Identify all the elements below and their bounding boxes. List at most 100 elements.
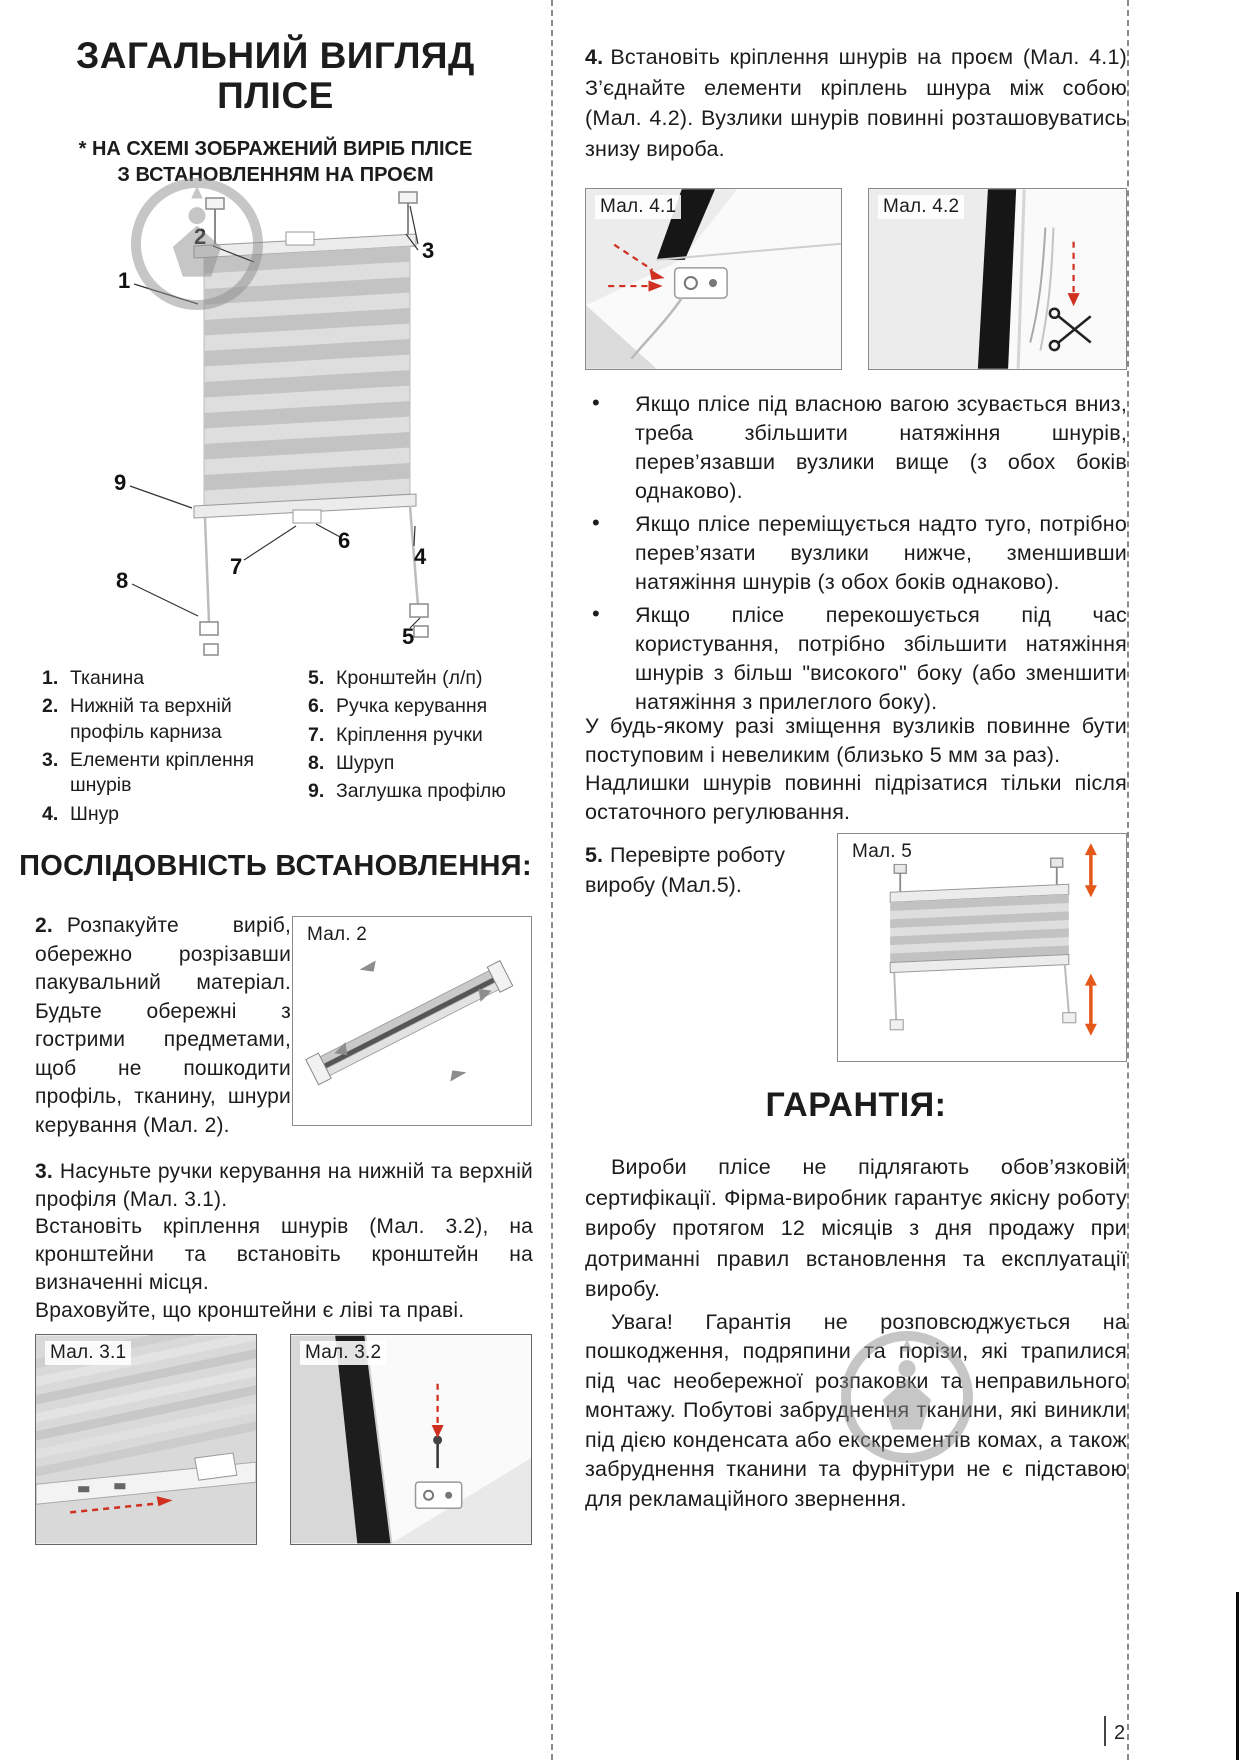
figure-4-2: Мал. 4.2 — [868, 188, 1127, 370]
callout-5: 5 — [402, 624, 414, 649]
legend-num: 6. — [308, 695, 325, 718]
bottom-hook-icon — [1062, 1012, 1077, 1024]
figure-3-1-drawing — [36, 1335, 256, 1544]
legend-num: 5. — [308, 667, 325, 689]
page-edge-line — [1236, 1592, 1239, 1760]
left-cord — [203, 517, 211, 623]
figure-4-2-label: Мал. 4.2 — [878, 195, 965, 219]
orange-double-arrows-icon — [1084, 843, 1097, 1036]
pleat-texture — [36, 1335, 256, 1477]
right-cord — [408, 505, 420, 607]
pleat-stripes — [890, 894, 1069, 963]
figure-4-1: Мал. 4.1 — [585, 188, 842, 370]
bullet-marker: • — [592, 390, 600, 415]
legend: 1. Тканина 2. Нижній та верхній профіль … — [42, 666, 542, 830]
window-glass-edge — [335, 1335, 392, 1544]
window-frame — [869, 189, 988, 369]
legend-item: 8. Шуруп — [308, 751, 540, 776]
legend-text: Заглушка профілю — [336, 780, 506, 803]
adjustment-note-p2: Надлишки шнурів повинні підрізатися тіль… — [585, 771, 1127, 824]
legend-item: 6. Ручка керування — [308, 694, 540, 719]
legend-text: Елементи кріплення шнурів — [70, 749, 255, 797]
page-title: ЗАГАЛЬНИЙ ВИГЛЯД ПЛІСЕ — [0, 36, 551, 116]
red-arrow — [613, 243, 654, 271]
step-5-number: 5. — [585, 843, 603, 867]
control-handle — [194, 1452, 238, 1481]
step-3-number: 3. — [35, 1160, 53, 1183]
bottom-rail — [193, 493, 417, 519]
cord-bracket — [414, 1481, 463, 1510]
figure-3-2-drawing — [291, 1335, 531, 1544]
figure-5-drawing — [889, 843, 1097, 1036]
page-title-line1: ЗАГАЛЬНИЙ ВИГЛЯД — [76, 35, 475, 76]
legend-num: 7. — [308, 723, 325, 746]
top-rail — [889, 883, 1070, 903]
installation-section-title: ПОСЛІДОВНІСТЬ ВСТАНОВЛЕННЯ: — [19, 850, 532, 882]
red-arrowhead-icon — [431, 1424, 444, 1438]
direction-arrows-icon — [334, 960, 492, 1082]
bottom-handle — [292, 509, 322, 524]
legend-item: 7. Кріплення ручки — [308, 723, 540, 748]
fabric — [890, 894, 1069, 963]
step-4-body: Встановіть кріплення шнурів на проєм (Ма… — [585, 45, 1127, 161]
legend-num: 8. — [308, 752, 325, 775]
legend-column-1: 1. Тканина 2. Нижній та верхній профіль … — [42, 666, 274, 830]
figure-3-1: Мал. 3.1 — [35, 1334, 257, 1545]
bullet-text: Якщо плісе перекошується під час користу… — [635, 603, 1127, 715]
figure-4-1-drawing — [586, 189, 841, 369]
callout-6: 6 — [338, 528, 350, 553]
page-subtitle-line2: З ВСТАНОВЛЕННЯМ НА ПРОЄМ — [117, 164, 434, 186]
legend-num: 2. — [42, 695, 59, 718]
figure-3-1-label: Мал. 3.1 — [45, 1341, 132, 1365]
right-cord — [1063, 964, 1070, 1013]
page-title-line2: ПЛІСЕ — [217, 74, 334, 116]
step-5-text: 5.Перевірте роботу виробу (Мал.5). — [585, 840, 825, 900]
cord-bracket — [673, 267, 728, 299]
top-handle — [285, 231, 315, 246]
right-margin-divider — [1127, 0, 1129, 1760]
page-number: 2 — [1114, 1722, 1126, 1744]
legend-text: Шуруп — [336, 752, 395, 775]
cord — [630, 297, 683, 360]
step-3-text: 3.Насуньте ручки керування на нижній та … — [35, 1158, 533, 1324]
figure-4-1-label: Мал. 4.1 — [595, 195, 682, 219]
left-cord — [893, 972, 898, 1020]
cord — [1039, 227, 1055, 351]
bullet-item: • Якщо плісе переміщується надто туго, п… — [585, 510, 1127, 597]
cord — [1029, 227, 1047, 343]
step-3-p3: Враховуйте, що кронштейни є ліві та прав… — [35, 1298, 465, 1322]
callout-4: 4 — [414, 544, 427, 569]
legend-text: Нижній та верхній профіль карниза — [70, 695, 232, 743]
legend-text: Тканина — [70, 667, 145, 689]
legend-num: 1. — [42, 667, 59, 689]
legend-num: 3. — [42, 749, 59, 772]
step-3-p1-body: Насуньте ручки керування на нижній та ве… — [35, 1160, 533, 1211]
figure-4-2-drawing — [869, 189, 1126, 369]
callout-8: 8 — [116, 568, 128, 593]
warranty-paragraph-2: Увага! Гарантія не розповсюджується на п… — [585, 1310, 1127, 1511]
legend-text: Кріплення ручки — [336, 723, 483, 746]
red-arrowhead-icon — [648, 280, 663, 292]
page-subtitle: * НА СХЕМІ ЗОБРАЖЕНИЙ ВИРІБ ПЛІСЕ З ВСТА… — [0, 136, 551, 188]
adjustment-note: У будь-якому разі зміщення вузликів пови… — [585, 712, 1127, 826]
callout-7: 7 — [230, 554, 242, 579]
window-glass-edge — [656, 189, 716, 260]
bullet-text: Якщо плісе під власною вагою зсувається … — [635, 392, 1127, 504]
legend-text: Ручка керування — [336, 695, 488, 718]
page-subtitle-line1: * НА СХЕМІ ЗОБРАЖЕНИЙ ВИРІБ ПЛІСЕ — [78, 138, 473, 160]
bullet-marker: • — [592, 601, 600, 627]
figure-2-drawing — [305, 959, 514, 1086]
column-divider — [551, 0, 553, 1760]
figure-3-2-label: Мал. 3.2 — [300, 1341, 387, 1365]
legend-column-2: 5. Кронштейн (л/п) 6. Ручка керування 7.… — [308, 666, 540, 830]
window-glass-edge — [977, 189, 1017, 369]
callout-3: 3 — [422, 238, 434, 263]
step-2-number: 2. — [35, 914, 53, 937]
red-arrowhead-icon — [649, 268, 665, 281]
scissors-icon — [1048, 307, 1092, 352]
bullet-item: • Якщо плісе перекошується під час корис… — [585, 601, 1127, 717]
brand-watermark-icon — [840, 1330, 974, 1464]
legend-text: Кронштейн (л/п) — [336, 667, 483, 689]
bullet-text: Якщо плісе переміщується надто туго, пот… — [635, 512, 1127, 595]
